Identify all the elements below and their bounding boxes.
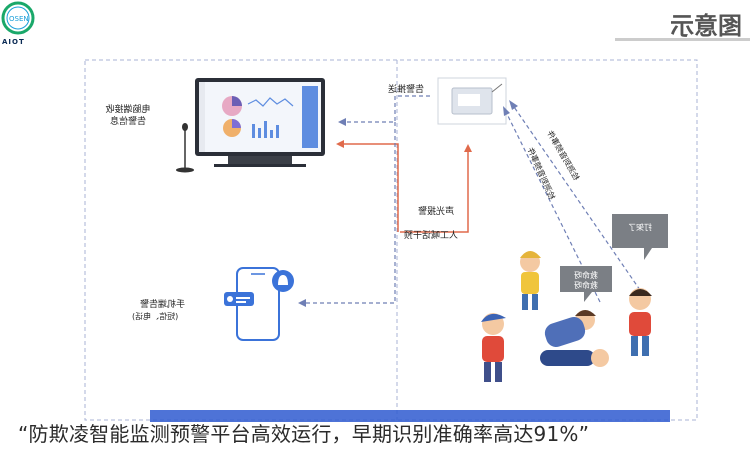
sound-light-label: 声光报警: [418, 207, 455, 217]
mobile-sub-label: (短信、电话): [132, 312, 179, 321]
monitor-illustration: [195, 78, 325, 167]
svg-text:OSEN: OSEN: [9, 15, 29, 23]
help-bubble-2: 救命呀: [574, 281, 598, 290]
brand-logo-text: AIOT: [2, 38, 25, 46]
monitor-label: 电脑端接收 告警信息: [105, 105, 151, 127]
header-underline: [615, 38, 750, 41]
microphone-illustration: [176, 123, 194, 173]
alarm-device: [437, 77, 507, 125]
students-illustration: [481, 251, 652, 382]
hit-bubble: 打架了: [628, 223, 652, 232]
manual-label: 人工喊话干预: [404, 231, 459, 241]
alarm-push-label: 告警推送: [388, 85, 425, 95]
brand-logo: OSEN: [1, 1, 35, 35]
phone-illustration: [224, 267, 294, 341]
mobile-label: 手机端告警: [140, 300, 186, 310]
footer-caption: “防欺凌智能监测预警平台高效运行，早期识别准确率高达91%”: [18, 422, 590, 446]
